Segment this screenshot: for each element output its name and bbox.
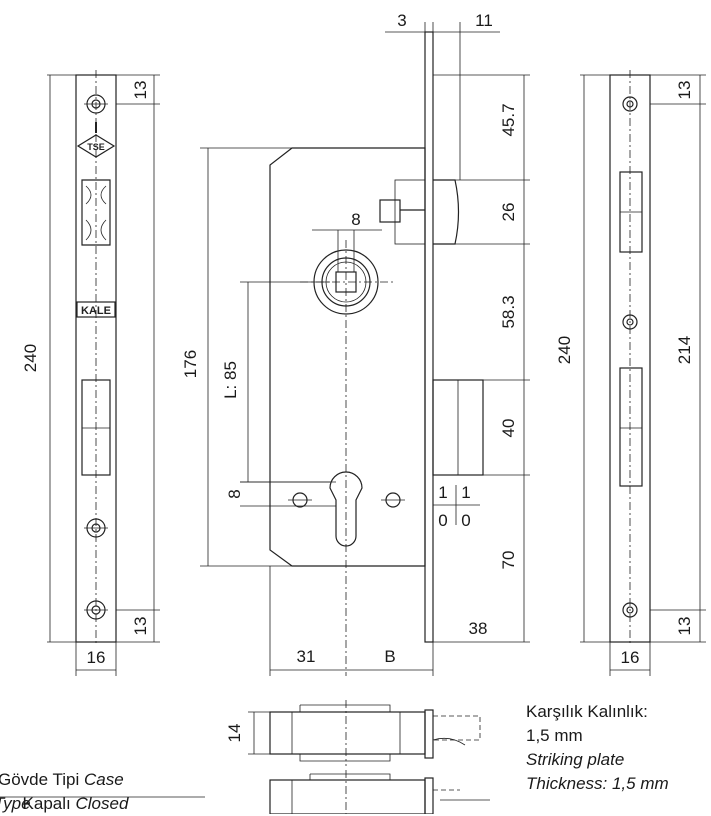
dim-b: B — [384, 647, 395, 666]
dim-214: 214 — [675, 336, 694, 364]
tse-logo-icon: TSE — [76, 122, 116, 158]
left-faceplate: TSE KALE — [75, 70, 117, 646]
tse-logo-text: TSE — [87, 142, 105, 152]
dim-0-a: 0 — [438, 511, 447, 530]
dim-31: 31 — [297, 647, 316, 666]
dim-176: 176 — [181, 350, 200, 378]
case-type-type-word: Type — [0, 794, 31, 813]
case-type-value-row: TypeKapalı Closed — [0, 792, 128, 816]
dim-1-a: 1 — [438, 483, 447, 502]
right-dimensions: 240 214 13 13 16 — [555, 74, 706, 676]
dim-0-b: 0 — [461, 511, 470, 530]
dim-70: 70 — [499, 551, 518, 570]
dim-11-top: 11 — [475, 11, 493, 30]
lock-body — [269, 31, 484, 676]
screw-icon — [84, 94, 108, 114]
right-strike-plate — [609, 70, 651, 646]
striking-plate-line2: 1,5 mm — [526, 726, 583, 745]
screw-icon — [622, 602, 638, 618]
dim-13-right-top: 13 — [675, 81, 694, 100]
screw-icon — [84, 600, 108, 620]
dim-l85: L: 85 — [221, 361, 240, 399]
striking-plate-line1: Karşılık Kalınlık: — [526, 702, 648, 721]
dim-26: 26 — [499, 203, 518, 222]
dim-16-left: 16 — [87, 648, 106, 667]
kale-logo-text: KALE — [81, 305, 111, 317]
dim-3-top: 3 — [397, 11, 406, 30]
striking-plate-note: Karşılık Kalınlık: 1,5 mm Striking plate… — [526, 700, 669, 796]
case-type-label-tr: Gövde Tipi — [0, 770, 84, 789]
dim-13-left-top: 13 — [131, 81, 150, 100]
dim-240-left: 240 — [21, 344, 40, 372]
side-view-bottom — [269, 770, 490, 814]
dim-16-right: 16 — [621, 648, 640, 667]
kale-logo-icon: KALE — [76, 301, 116, 318]
dim-40: 40 — [499, 419, 518, 438]
dim-58-3: 58.3 — [499, 295, 518, 328]
dim-14: 14 — [225, 724, 244, 743]
dim-8-follower: 8 — [351, 210, 360, 229]
case-type-label-en: Case — [84, 770, 124, 789]
screw-icon — [622, 96, 638, 112]
left-dimensions: 240 13 13 16 — [21, 74, 160, 676]
striking-plate-line3: Striking plate — [526, 750, 625, 769]
case-type-row: Gövde Tipi Case — [0, 768, 124, 792]
cylinder-profile-icon — [329, 471, 363, 547]
dim-45-7: 45.7 — [499, 103, 518, 136]
dim-38: 38 — [469, 619, 488, 638]
case-type-value-tr: Kapalı — [22, 794, 76, 813]
dim-1-b: 1 — [461, 483, 470, 502]
case-type-value-en: Closed — [75, 794, 129, 813]
center-dimensions: 3 11 176 L: 85 8 8 45.7 26 58.3 40 70 38 — [181, 11, 530, 676]
screw-icon — [84, 518, 108, 538]
striking-plate-line4: Thickness: 1,5 mm — [526, 774, 669, 793]
screw-icon — [622, 314, 638, 330]
side-view-top: 14 — [225, 700, 481, 766]
dim-8-cylinder: 8 — [225, 489, 244, 498]
dim-13-left-bottom: 13 — [131, 617, 150, 636]
dim-240-right: 240 — [555, 336, 574, 364]
dim-13-right-bottom: 13 — [675, 617, 694, 636]
